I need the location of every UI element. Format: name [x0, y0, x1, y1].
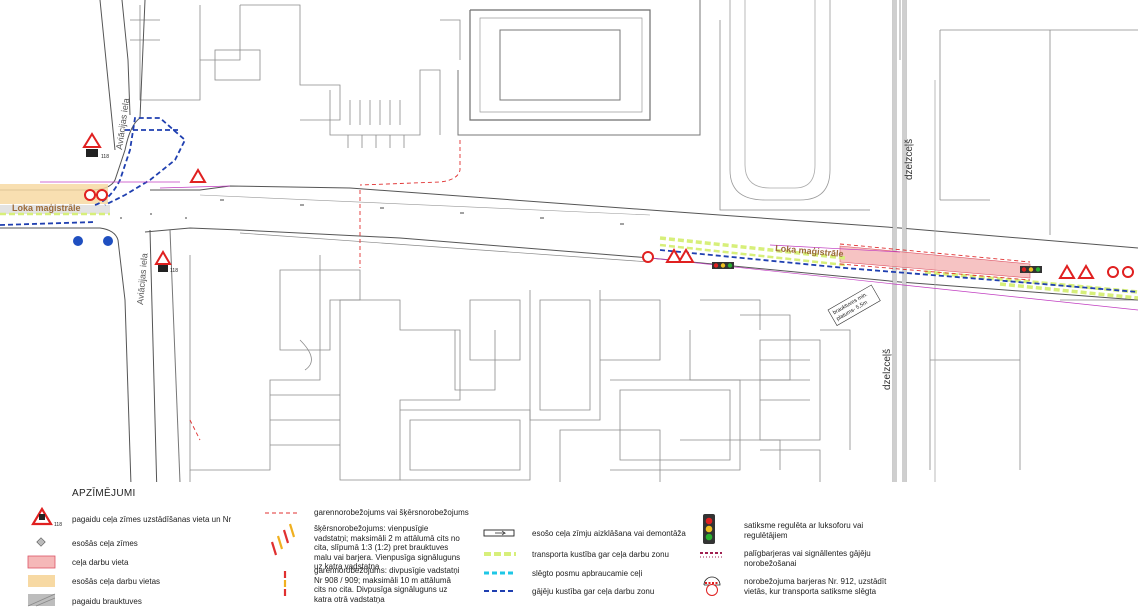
- legend-existing-work-swatch: [28, 575, 55, 587]
- existing-work-area: [0, 184, 108, 204]
- building-outlines: [130, 0, 1138, 500]
- temp-carriageway-band: [0, 205, 110, 214]
- prohibition-sign-icon: [84, 189, 96, 201]
- sign-number: 118: [170, 268, 178, 274]
- prohibition-sign-icon: [1107, 266, 1119, 278]
- legend-item-temp-sign: pagaidu ceļa zīmes uzstādīšanas vieta un…: [72, 515, 232, 524]
- prohibition-sign-icon: [96, 189, 108, 201]
- temp-sign-group-left-mid: [84, 168, 207, 201]
- temp-sign-group-left-top: 118: [82, 132, 109, 160]
- legend-item-aux-barrier: palīgbarjeras vai signāllentes gājēju no…: [744, 549, 871, 568]
- warning-triangle-icon: [677, 248, 695, 263]
- street-label-aviacijas-top: Aviācijas iela: [114, 98, 131, 151]
- warning-triangle-icon: [82, 132, 102, 148]
- legend-item-work-area: ceļa darbu vieta: [72, 558, 129, 567]
- legend-title: APZĪMĒJUMI: [72, 488, 136, 499]
- legend-sign-number: 118: [54, 522, 62, 528]
- road-markings: [120, 199, 624, 225]
- legend-cross-barrier-icon: [270, 523, 296, 556]
- main-road-label-right: Loka maģistrāle: [775, 243, 844, 259]
- legend-item-cross-barrier: šķērsnorobežojums: vienpusīgie vadstatņi…: [314, 524, 461, 571]
- mandatory-direction-icon: [73, 236, 83, 246]
- legend-item-barrier-912: norobežojuma barjeras Nr. 912, uzstādīt …: [744, 577, 887, 596]
- legend-background: [0, 482, 1138, 609]
- sign-number: 118: [101, 154, 109, 160]
- work-area-zone: [840, 246, 1030, 278]
- pedestrian-route: [0, 117, 1138, 293]
- street-label-aviacijas-bottom: Aviācijas iela: [135, 253, 149, 306]
- legend-item-pedestrian: gājēju kustība gar ceļa darbu zonu: [532, 587, 655, 596]
- legend-item-existing-work: esošās ceļa darbu vietas: [72, 577, 161, 586]
- sign-plate-icon: [158, 265, 168, 272]
- main-road-label-left: Loka maģistrāle: [12, 203, 81, 213]
- mandatory-direction-icon: [103, 236, 113, 246]
- dimension-lines: [40, 181, 1138, 311]
- prohibition-sign-icon: [1122, 266, 1134, 278]
- railway-label-top: dzelzceļš: [904, 139, 915, 180]
- legend-symbols: [27, 506, 722, 607]
- legend-item-detour: slēgto posmu apbraucamie ceļi: [532, 569, 643, 578]
- temp-sign-group-aviacijas-bottom: 118: [154, 250, 178, 274]
- legend-item-long-barrier: garennorobežojums: divpusīgie vadstatņi …: [314, 566, 460, 604]
- warning-triangle-icon: [189, 168, 207, 183]
- fence-lines: [189, 140, 1031, 441]
- warning-triangle-icon: [1077, 264, 1095, 279]
- legend-work-area-swatch: [27, 555, 56, 569]
- traffic-zone-lines: [0, 212, 1138, 300]
- legend-traffic-light-icon: [703, 514, 715, 544]
- warning-triangle-icon: [1058, 264, 1076, 279]
- temp-sign-group-center: [642, 248, 734, 269]
- legend-item-temp-carriageway: pagaidu brauktuves: [72, 597, 142, 606]
- legend-item-existing-sign: esošās ceļa zīmes: [72, 539, 138, 548]
- mandatory-sign-group: [73, 236, 113, 246]
- road-width-note: brauktuves min. platums- 5,5m: [827, 284, 881, 326]
- legend-item-traffic-zone: transporta kustība gar ceļa darbu zonu: [532, 550, 669, 559]
- legend-item-sign-cover: esošo ceļa zīmju aizklāšana vai demontāž…: [532, 529, 686, 538]
- warning-triangle-icon: [665, 248, 683, 263]
- warning-triangle-icon: [154, 250, 172, 265]
- railway-label-bottom: dzelzceļš: [882, 349, 893, 390]
- prohibition-sign-icon: [642, 251, 654, 263]
- legend-item-fence-line: garennorobežojums vai šķērsnorobežojums: [314, 508, 469, 517]
- temp-sign-group-right: [1020, 264, 1134, 279]
- sign-plate-icon: [86, 149, 98, 157]
- legend-item-traffic-light: satiksme regulēta ar luksoforu vai regul…: [744, 521, 864, 540]
- legend-barrier-912-icon: [703, 576, 721, 596]
- legend-existing-sign-icon: [36, 537, 46, 547]
